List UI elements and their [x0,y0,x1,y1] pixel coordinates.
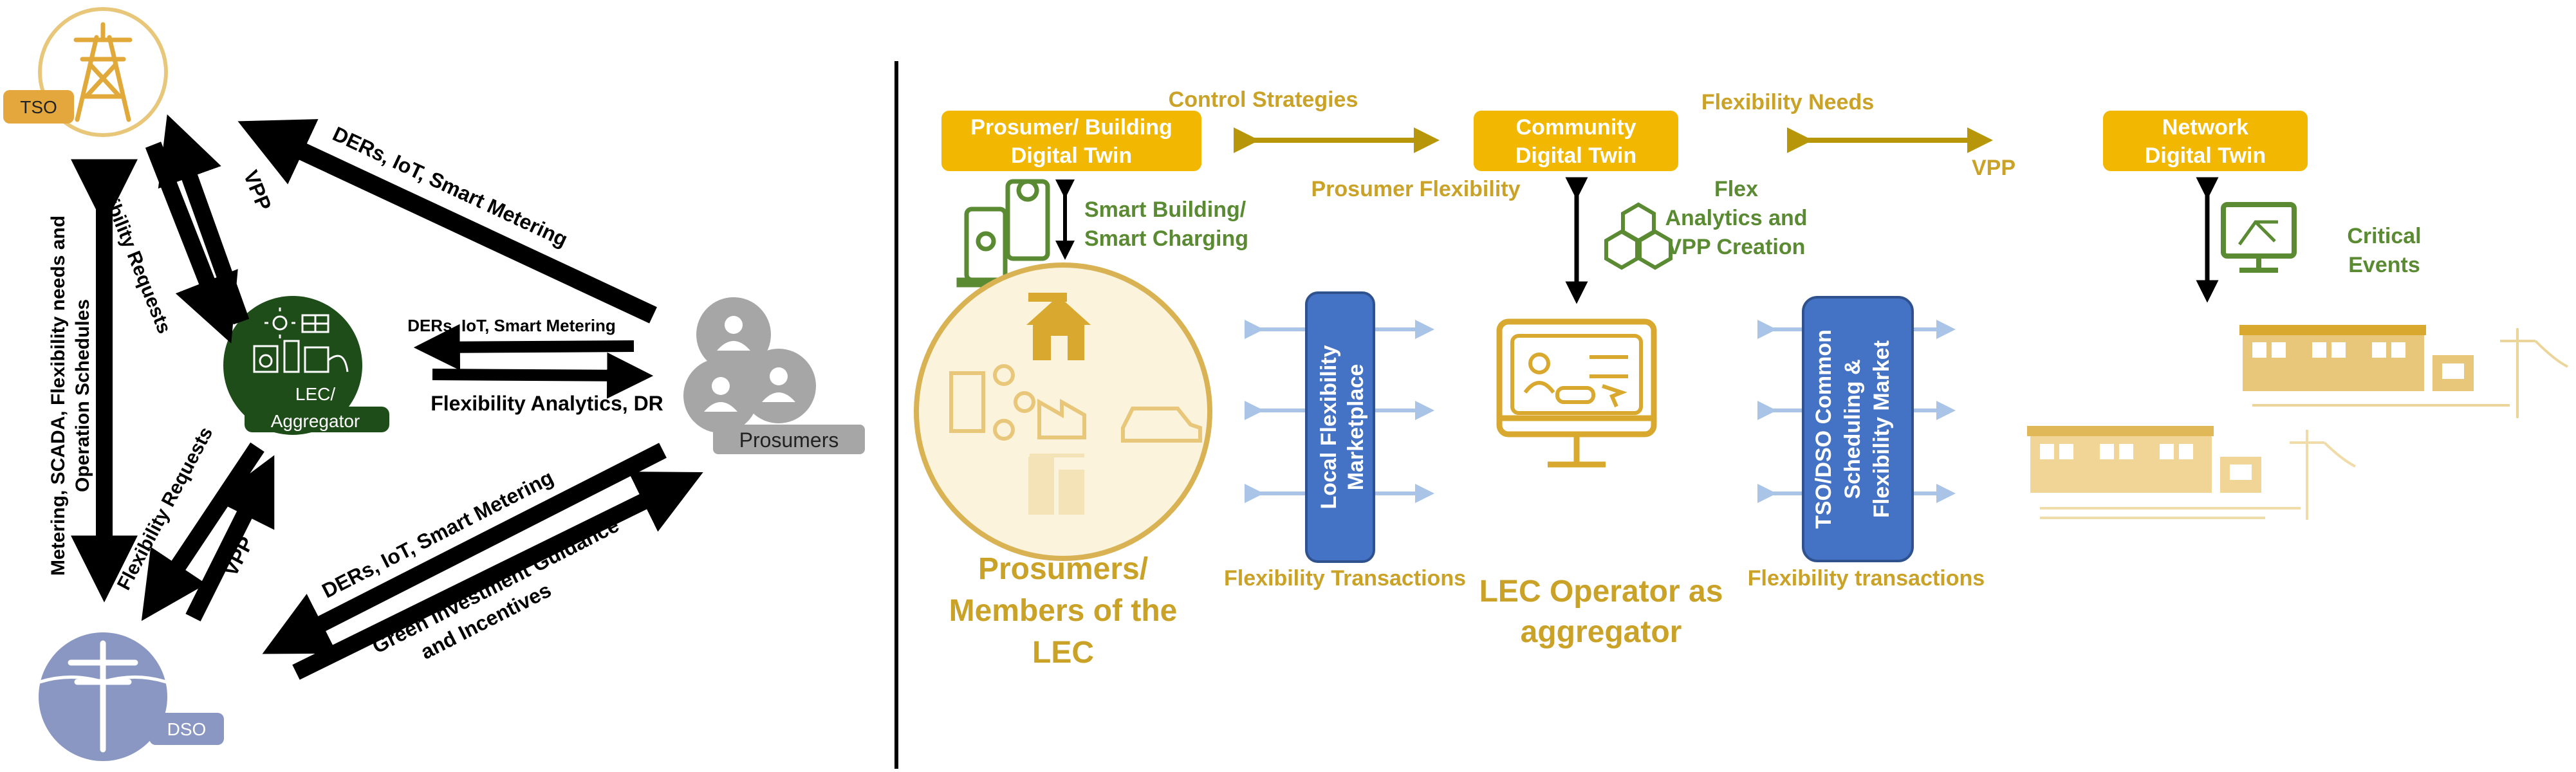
arrow-dso-to-lec-vpp [185,455,275,621]
label-smart-building-1: Smart Building/ [1084,198,1246,222]
label-flex-transactions-2: Flexibility transactions [1748,566,1985,591]
dso-label: DSO [167,719,207,739]
prosumers-badge [713,425,865,454]
local-flexibility-marketplace-box [1305,291,1375,563]
community-digital-twin-box [1474,111,1678,171]
label-ders-mid: DERs, IoT, Smart Metering [407,316,616,335]
label-metering-line1: Metering, SCADA, Flexibility needs and [48,216,69,576]
community-twin-line2: Digital Twin [1515,143,1636,168]
label-flex-analytics-1: Flex [1714,177,1758,201]
label-vpp-top: VPP [239,167,276,214]
members-line1: Prosumers/ [978,552,1148,586]
dso-badge [149,713,224,745]
lec-label-line1: LEC/ [295,384,335,404]
local-market-line2: Marketplace [1344,364,1368,491]
members-line3: LEC [1032,636,1094,670]
lec-label-line2: Aggregator [271,411,360,431]
arrow-lec-to-prosumers [432,352,654,399]
network-monitor-icon [2221,202,2297,273]
network-twin-line1: Network [2162,115,2248,140]
network-houses-bottom [2027,426,2356,520]
arrow-prosumers-to-tso [237,119,657,324]
label-flex-analytics-3: VPP Creation [1667,235,1806,259]
left-arrows [71,114,703,680]
label-flex-req-bottom: Flexibility Requests [113,423,217,593]
label-critical-1: Critical [2347,224,2421,248]
operator-monitor-icon [1496,318,1657,468]
prosumers-icon [683,297,816,433]
prosumer-twin-line1: Prosumer/ Building [970,115,1172,140]
tso-dso-line1: TSO/DSO Common [1812,329,1836,529]
dso-icon [38,632,168,761]
community-twin-line1: Community [1516,115,1636,140]
prosumer-members-icon [914,262,1212,561]
label-vpp: VPP [1972,156,2015,180]
lec-aggregator-icon [223,296,389,435]
flex-analytics-cubes-icon [1604,202,1673,270]
tso-dso-line3: Flexibility Market [1869,340,1894,518]
tso-dso-scheduling-box [1802,296,1914,562]
tso-icon [38,7,168,137]
arrow-tso-to-lec-requests [145,142,238,344]
network-twin-line2: Digital Twin [2145,143,2266,168]
local-market-line1: Local Flexibility [1317,345,1341,509]
arrow-dso-to-prosumers [292,472,703,680]
prosumer-digital-twin-box [941,111,1201,171]
arrow-prosumers-to-lec [413,324,635,371]
tso-label: TSO [20,97,57,117]
label-control-strategies: Control Strategies [1169,87,1358,112]
label-metering-line2: Operation Schedules [72,299,93,492]
label-flex-analytics: Flexibility Analytics, DR [431,392,663,415]
label-flex-analytics-2: Analytics and [1665,206,1807,230]
operator-line2: aggregator [1521,615,1682,649]
operator-line1: LEC Operator as [1479,574,1723,609]
label-smart-building-2: Smart Charging [1084,226,1248,251]
members-line2: Members of the [949,594,1178,628]
prosumers-label: Prosumers [739,428,839,452]
label-prosumer-flexibility: Prosumer Flexibility [1311,177,1521,201]
tso-dso-line2: Scheduling & [1840,359,1865,499]
tso-badge [3,90,74,124]
label-flex-transactions-1: Flexibility Transactions [1224,566,1466,591]
arrow-prosumers-to-dso [262,443,667,654]
prosumer-twin-line2: Digital Twin [1011,143,1132,168]
label-flexibility-needs: Flexibility Needs [1701,90,1874,115]
label-critical-2: Events [2348,253,2420,277]
network-houses-top [2239,325,2568,418]
network-digital-twin-box [2103,111,2308,171]
